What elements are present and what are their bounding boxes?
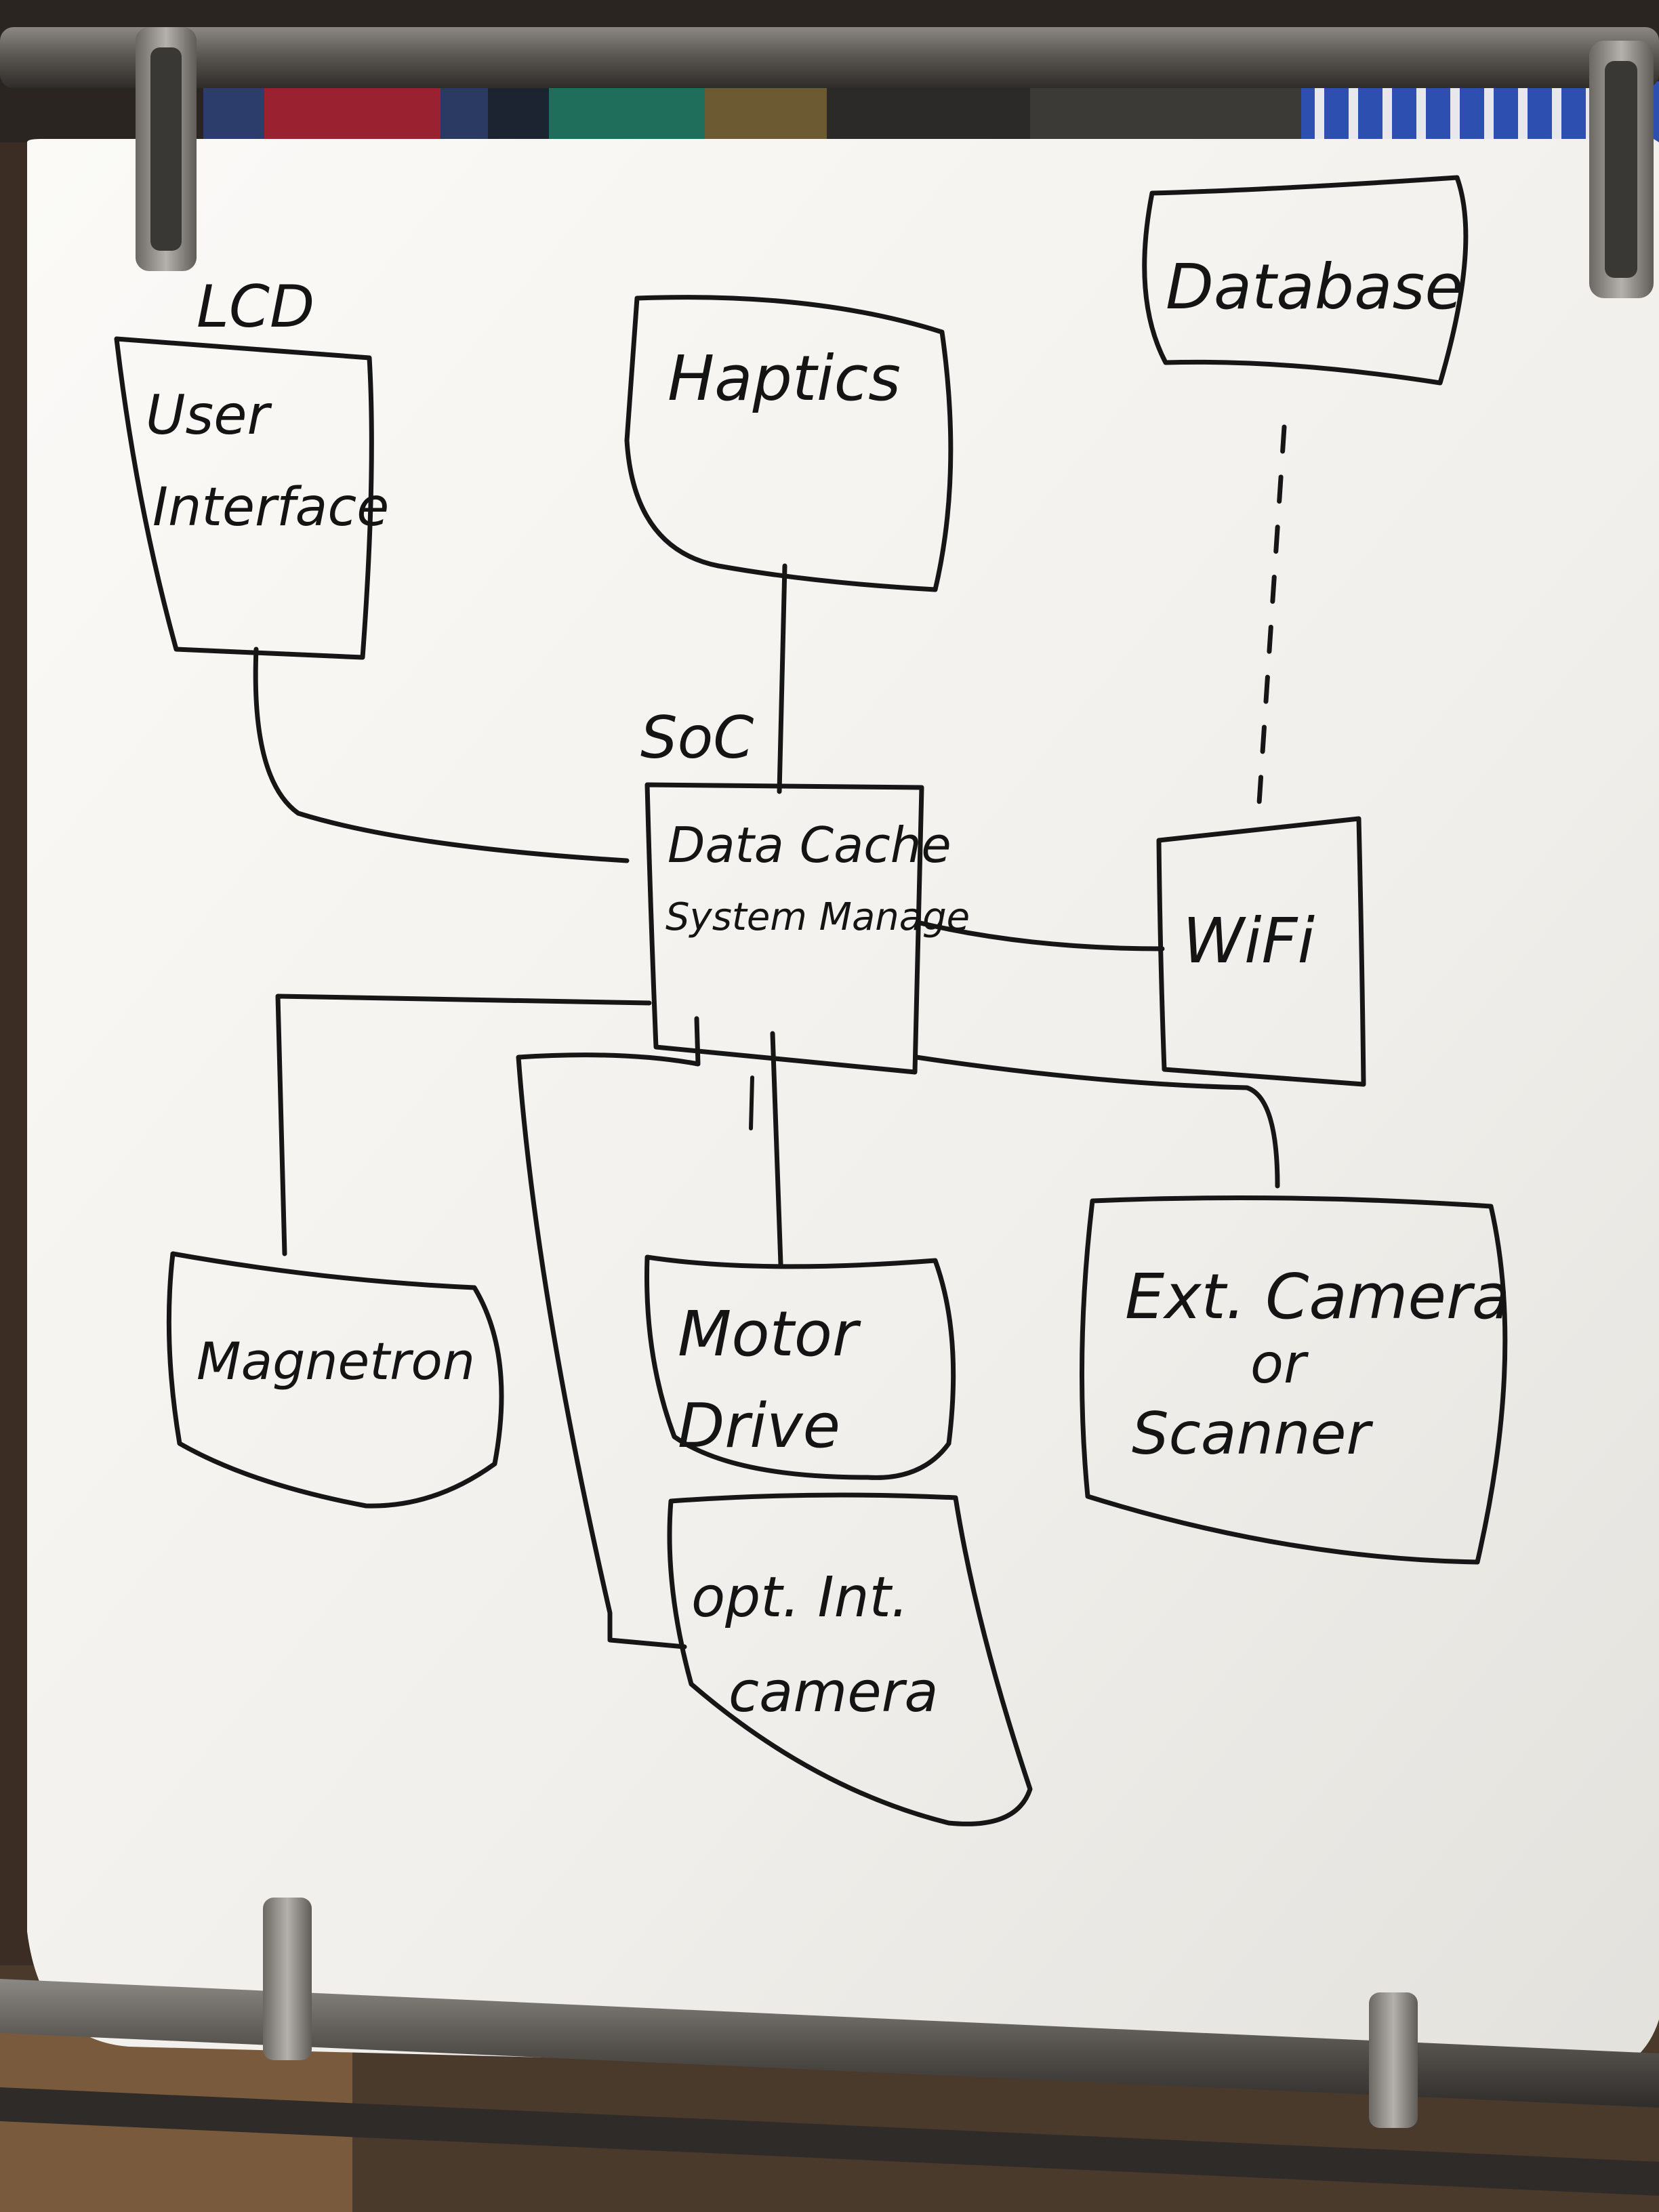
node-soc-tag: SoC xyxy=(640,704,754,772)
bottom-rail xyxy=(0,1898,1659,2196)
edge-soc-magnetron xyxy=(275,994,652,1256)
edge-soc-optcamera xyxy=(516,1016,701,1650)
top-rail xyxy=(0,27,1659,88)
node-user-interface-line-2: Interface xyxy=(152,477,389,538)
node-ext-camera-line-3: Scanner xyxy=(1132,1400,1373,1468)
node-ext-camera-line-1: Ext. Camera xyxy=(1125,1261,1510,1333)
node-wifi-label: WiFi xyxy=(1183,905,1315,977)
edge-soc-motor xyxy=(770,1031,783,1267)
edge-soc-extcamera xyxy=(914,1054,1280,1189)
edge-ui-soc xyxy=(253,647,630,863)
top-clips xyxy=(136,27,1654,298)
node-user-interface-tag: LCD xyxy=(197,273,314,341)
connectors xyxy=(253,424,1287,1650)
edge-soc-wifi xyxy=(918,920,1165,951)
node-user-interface: LCD User Interface xyxy=(114,273,389,660)
node-opt-camera-line-2: camera xyxy=(729,1660,939,1725)
edge-soc-motor-tick xyxy=(749,1076,754,1130)
node-soc: SoC Data Cache System Manage xyxy=(640,704,970,1075)
node-database-label: Database xyxy=(1166,251,1463,323)
node-motor-drive-line-1: Motor xyxy=(678,1298,861,1370)
node-soc-line-2: System Manage xyxy=(665,895,970,939)
node-database: Database xyxy=(1142,175,1469,386)
node-magnetron: Magnetron xyxy=(166,1251,504,1509)
edge-haptics-soc xyxy=(777,563,787,794)
node-opt-camera: opt. Int. camera xyxy=(667,1492,1033,1826)
node-wifi: WiFi xyxy=(1156,816,1366,1087)
whiteboard-surface xyxy=(27,139,1659,2084)
bookshelf xyxy=(203,81,1659,142)
node-haptics-label: Haptics xyxy=(668,342,901,415)
node-motor-drive-line-2: Drive xyxy=(678,1391,840,1462)
node-soc-line-1: Data Cache xyxy=(668,817,951,874)
node-ext-camera-line-2: or xyxy=(1250,1332,1309,1395)
edge-database-wifi xyxy=(1256,424,1287,806)
node-motor-drive: Motor Drive xyxy=(644,1254,956,1480)
node-haptics: Haptics xyxy=(624,295,954,592)
node-user-interface-line-1: User xyxy=(146,384,272,447)
node-opt-camera-line-1: opt. Int. xyxy=(691,1565,909,1630)
node-magnetron-label: Magnetron xyxy=(197,1331,475,1391)
architecture-diagram: LCD User Interface Haptics Database SoC … xyxy=(114,175,1510,1826)
node-ext-camera: Ext. Camera or Scanner xyxy=(1079,1195,1510,1565)
